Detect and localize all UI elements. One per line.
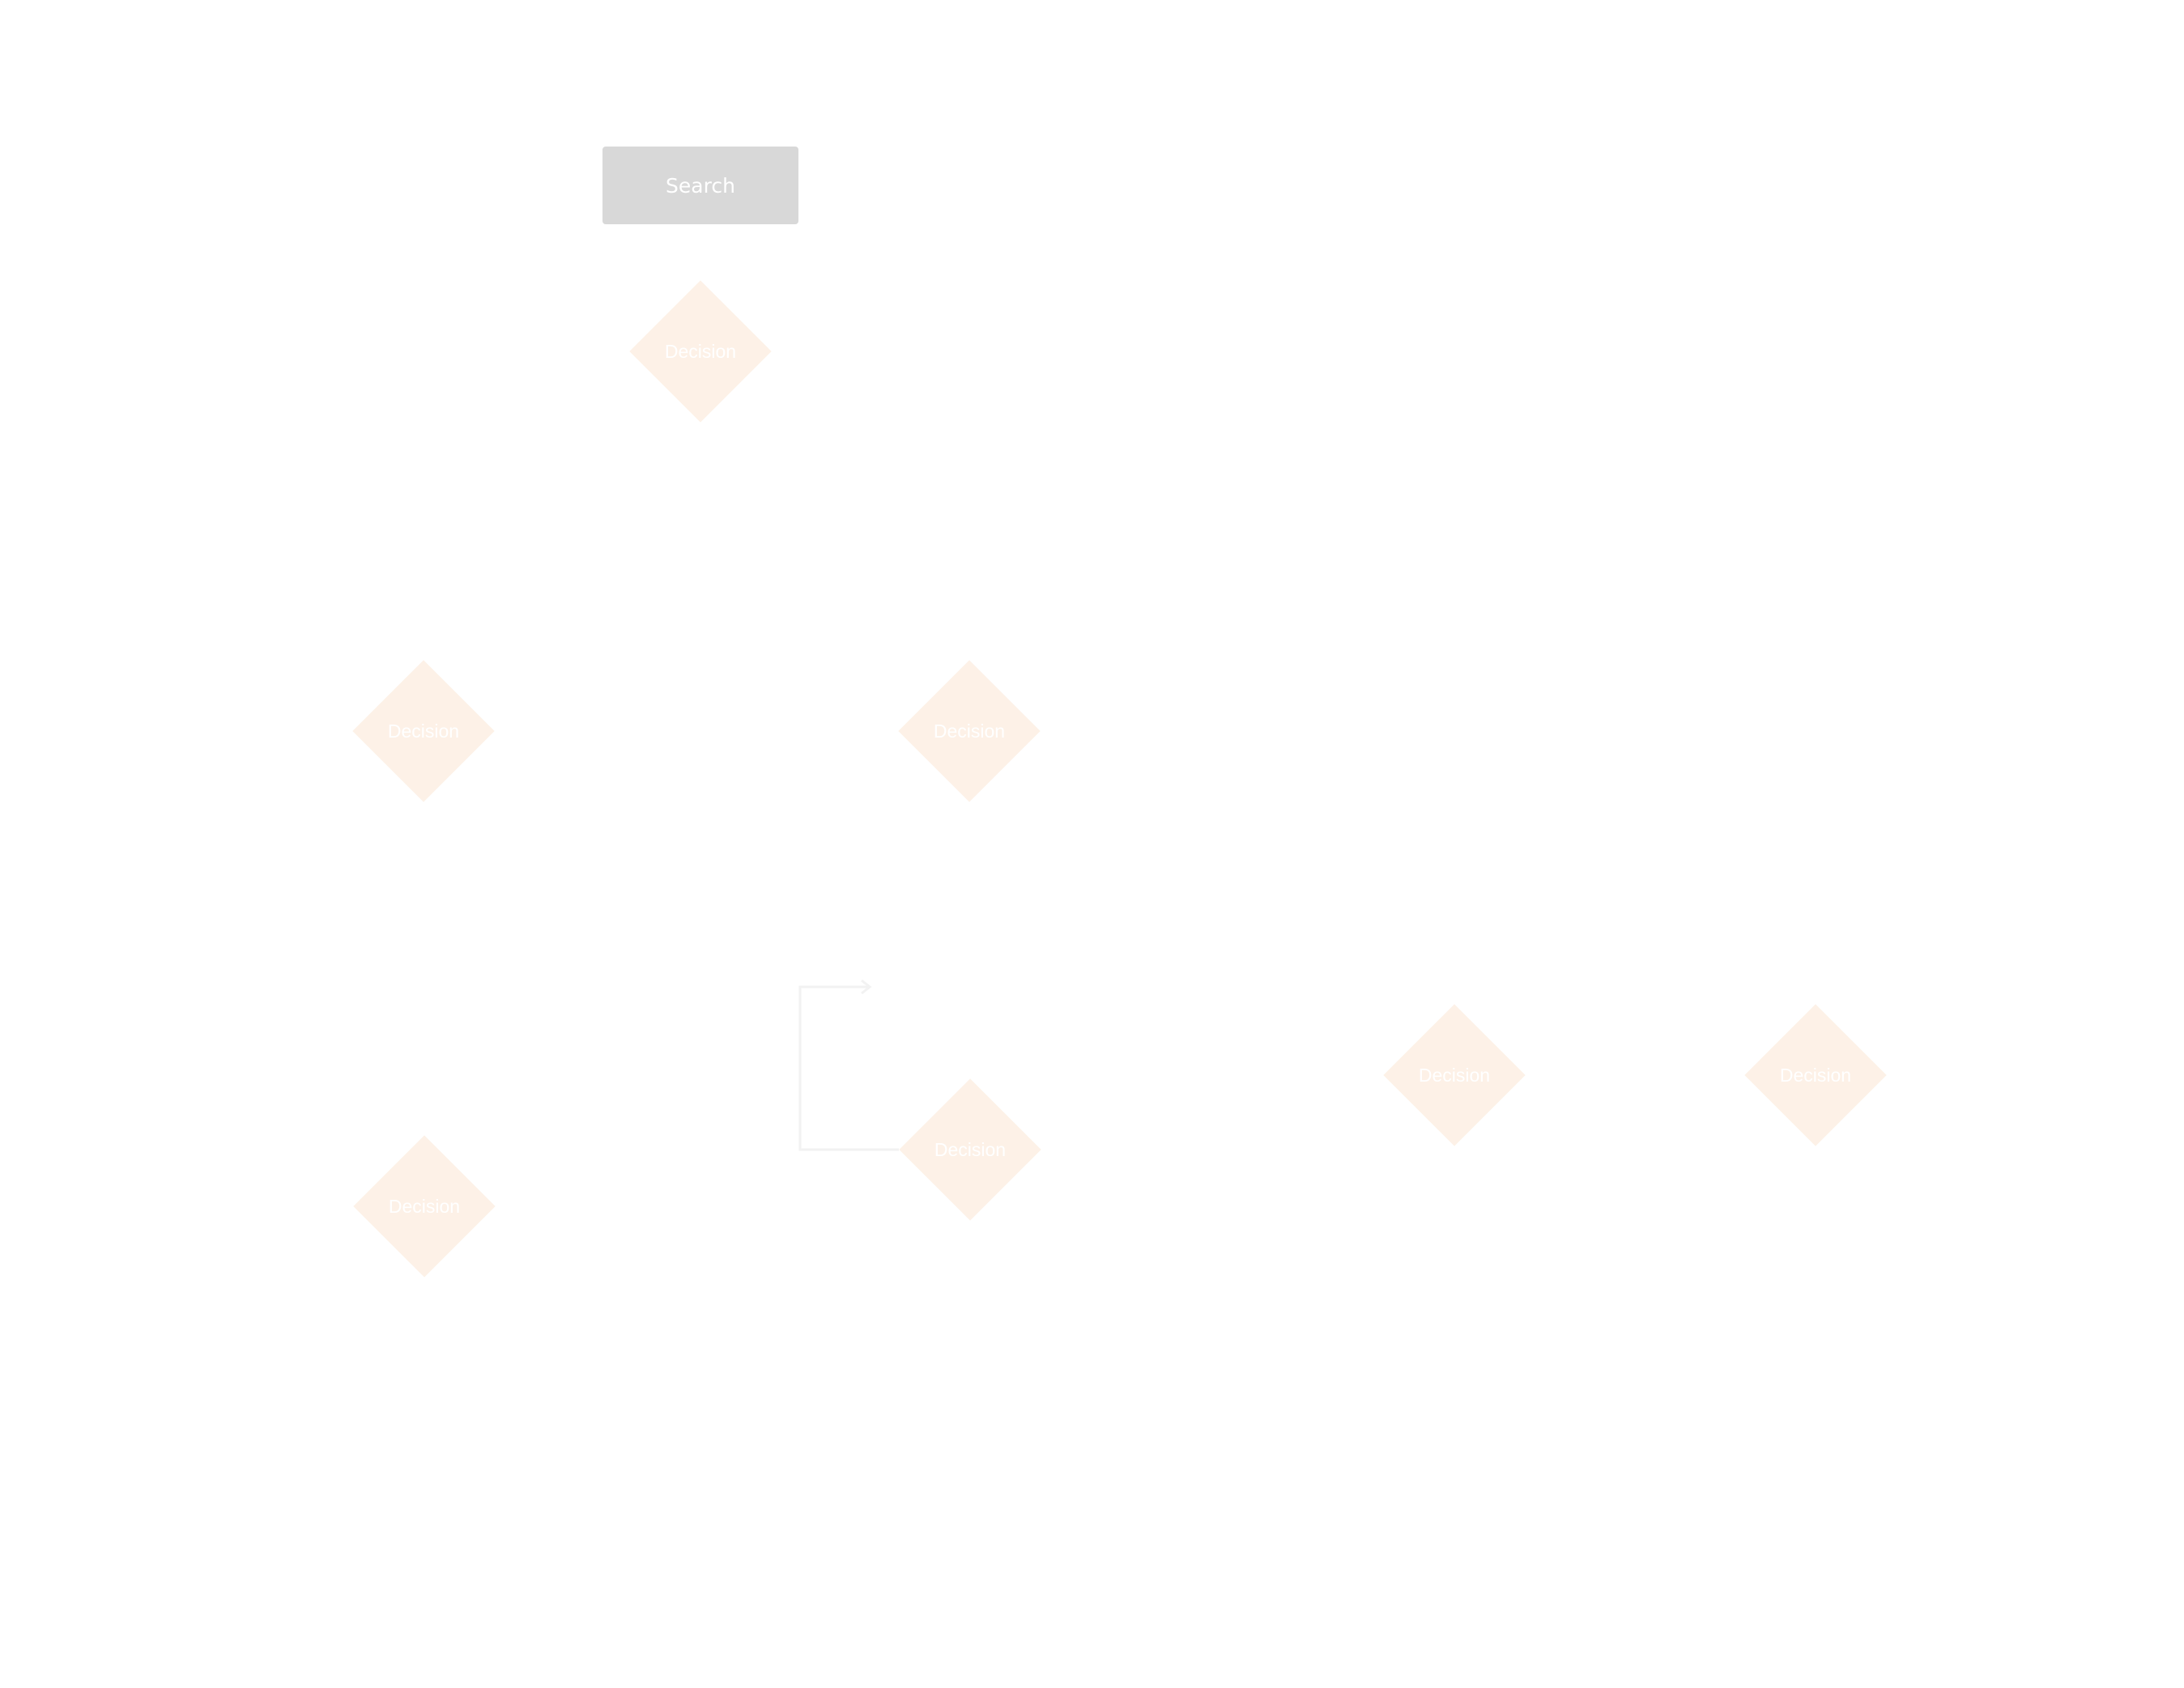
- decision-label: Decision: [664, 340, 737, 362]
- decision-label: Decision: [1418, 1064, 1491, 1086]
- connector-line: [798, 985, 899, 1151]
- decision-label: Decision: [934, 1138, 1007, 1160]
- decision-label: Decision: [388, 1195, 461, 1217]
- decision-node[interactable]: Decision: [1744, 1004, 1887, 1146]
- decision-node[interactable]: Decision: [352, 660, 495, 802]
- decision-node[interactable]: Decision: [629, 280, 772, 423]
- decision-node[interactable]: Decision: [899, 1078, 1041, 1221]
- decision-node[interactable]: Decision: [353, 1135, 496, 1278]
- decision-label: Decision: [1779, 1064, 1852, 1086]
- decision-label: Decision: [387, 720, 460, 742]
- search-button[interactable]: Search: [602, 147, 798, 224]
- decision-node[interactable]: Decision: [1383, 1004, 1526, 1146]
- search-button-label: Search: [666, 173, 735, 198]
- decision-label: Decision: [933, 720, 1006, 742]
- decision-node[interactable]: Decision: [898, 660, 1041, 802]
- connector-arrowhead: [861, 979, 872, 995]
